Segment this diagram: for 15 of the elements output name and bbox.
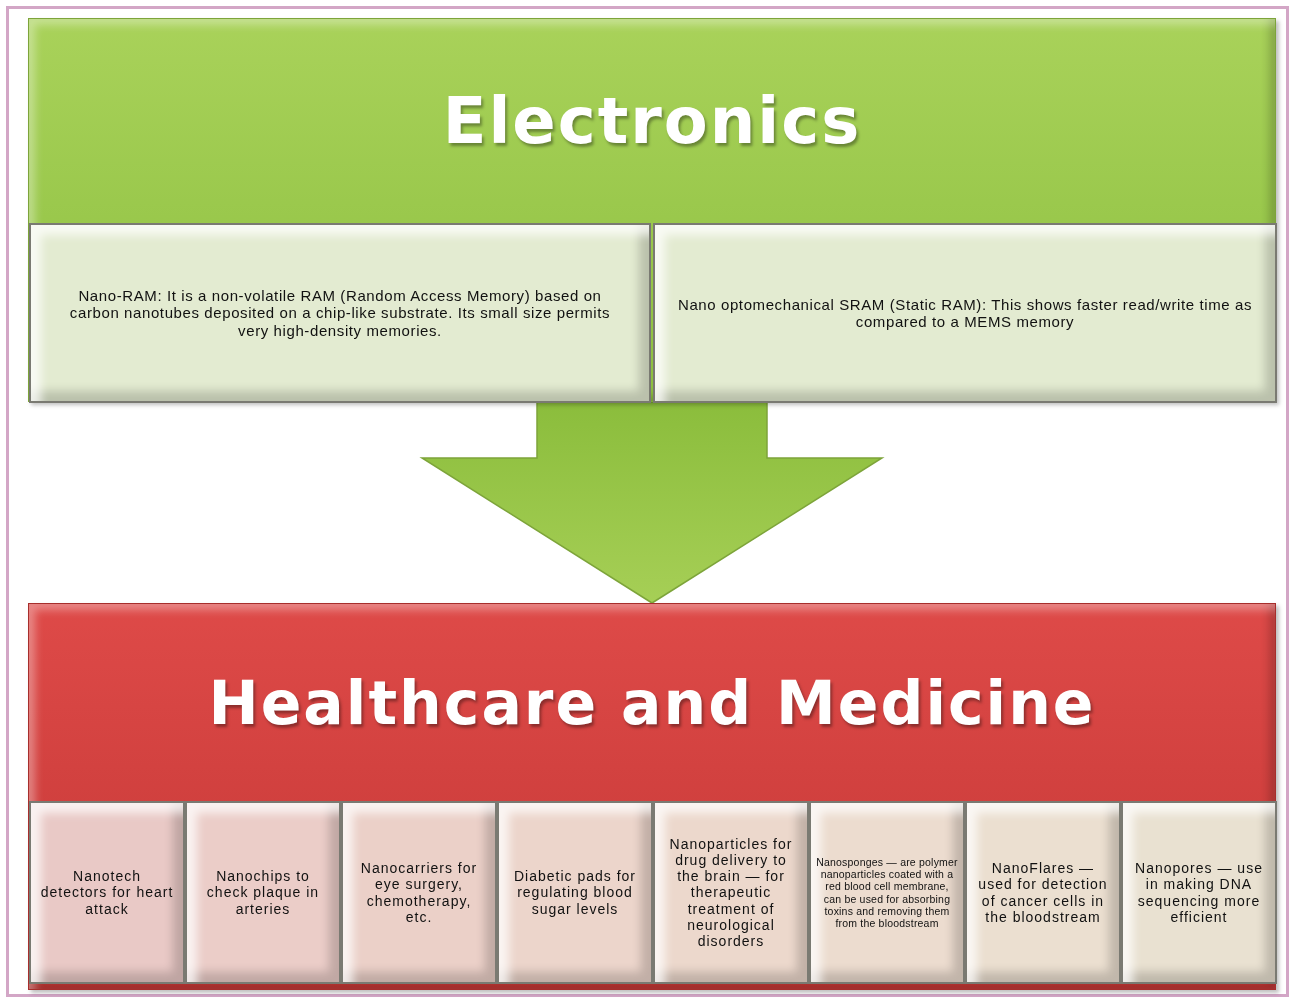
info-box: NanoFlares — used for detection of cancer cells in the bloodstream bbox=[965, 801, 1121, 984]
info-box: Nano-RAM: It is a non-volatile RAM (Random Access Memory) based on carbon nanotubes deposited on a chip-like substrate. Its small size permits very high-density memories. bbox=[29, 223, 651, 403]
info-box: Nano optomechanical SRAM (Static RAM): This shows faster read/write time as compared to a MEMS memory bbox=[653, 223, 1277, 403]
info-box: Nanotech detectors for heart attack bbox=[29, 801, 185, 984]
category-heading: Electronics bbox=[442, 84, 862, 158]
category-panel bbox=[28, 603, 1276, 990]
category-panel bbox=[28, 18, 1276, 402]
info-box: Nanocarriers for eye surgery, chemotherapy, etc. bbox=[341, 801, 497, 984]
category-heading: Healthcare and Medicine bbox=[208, 667, 1096, 738]
block-arrow bbox=[419, 401, 885, 604]
info-box: Nanopores — use in making DNA sequencing more efficient bbox=[1121, 801, 1277, 984]
info-box: Nanosponges — are polymer nanoparticles coated with a red blood cell membrane, can be used for absorbing toxins and removing them from the bloodstream bbox=[809, 801, 965, 984]
info-box: Nanoparticles for drug delivery to the brain — for therapeutic treatment of neurological disorders bbox=[653, 801, 809, 984]
info-box: Diabetic pads for regulating blood sugar levels bbox=[497, 801, 653, 984]
info-box: Nanochips to check plaque in arteries bbox=[185, 801, 341, 984]
